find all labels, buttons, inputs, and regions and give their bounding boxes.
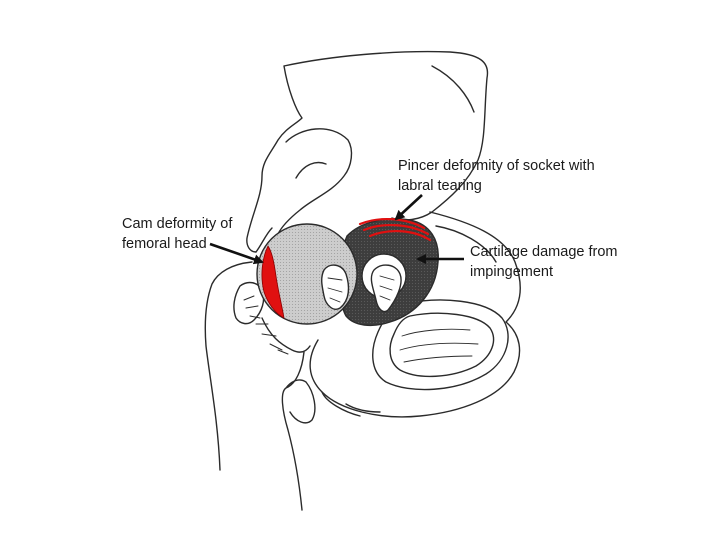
iliac-notch <box>277 128 353 235</box>
annotation-arrows <box>209 194 464 265</box>
femur-outline <box>204 261 316 511</box>
pubis-outline <box>309 211 521 418</box>
pincer-label-line2: labral tearing <box>398 178 482 194</box>
cam-label-line2: femoral head <box>122 236 207 252</box>
pincer-deformity-label: Pincer deformity of socket with labral t… <box>398 156 595 196</box>
cam-label-line1: Cam deformity of <box>122 216 233 232</box>
pincer-arrow <box>394 194 423 221</box>
pincer-label-line1: Pincer deformity of socket with <box>398 158 595 174</box>
cam-deformity-label: Cam deformity of femoral head <box>122 214 232 254</box>
cartilage-damage-label: Cartilage damage from impingement <box>470 242 618 282</box>
cartilage-label-line2: impingement <box>470 264 554 280</box>
obturator-lines <box>399 328 479 363</box>
cam-arrow <box>209 242 264 265</box>
intertrochanteric-texture <box>243 295 289 355</box>
femur-neck-lower <box>261 317 311 353</box>
trochanter <box>233 281 265 325</box>
ischium-lower <box>321 391 381 417</box>
pubis-upper-detail <box>435 225 497 263</box>
cam-deformity-red <box>261 245 285 319</box>
femoral-head-ligament <box>321 264 350 310</box>
ilium-lower-edge <box>255 227 273 253</box>
obturator-ring-outer <box>372 299 509 391</box>
obturator-ring-inner <box>389 312 495 378</box>
ilium-inner-line <box>431 65 475 113</box>
femoral-head-ligament-lines <box>327 277 343 303</box>
iliac-notch-inner <box>295 161 327 179</box>
cartilage-label-line1: Cartilage damage from <box>470 244 618 260</box>
ligament-lines <box>379 275 395 301</box>
labral-tear-red <box>358 217 432 242</box>
